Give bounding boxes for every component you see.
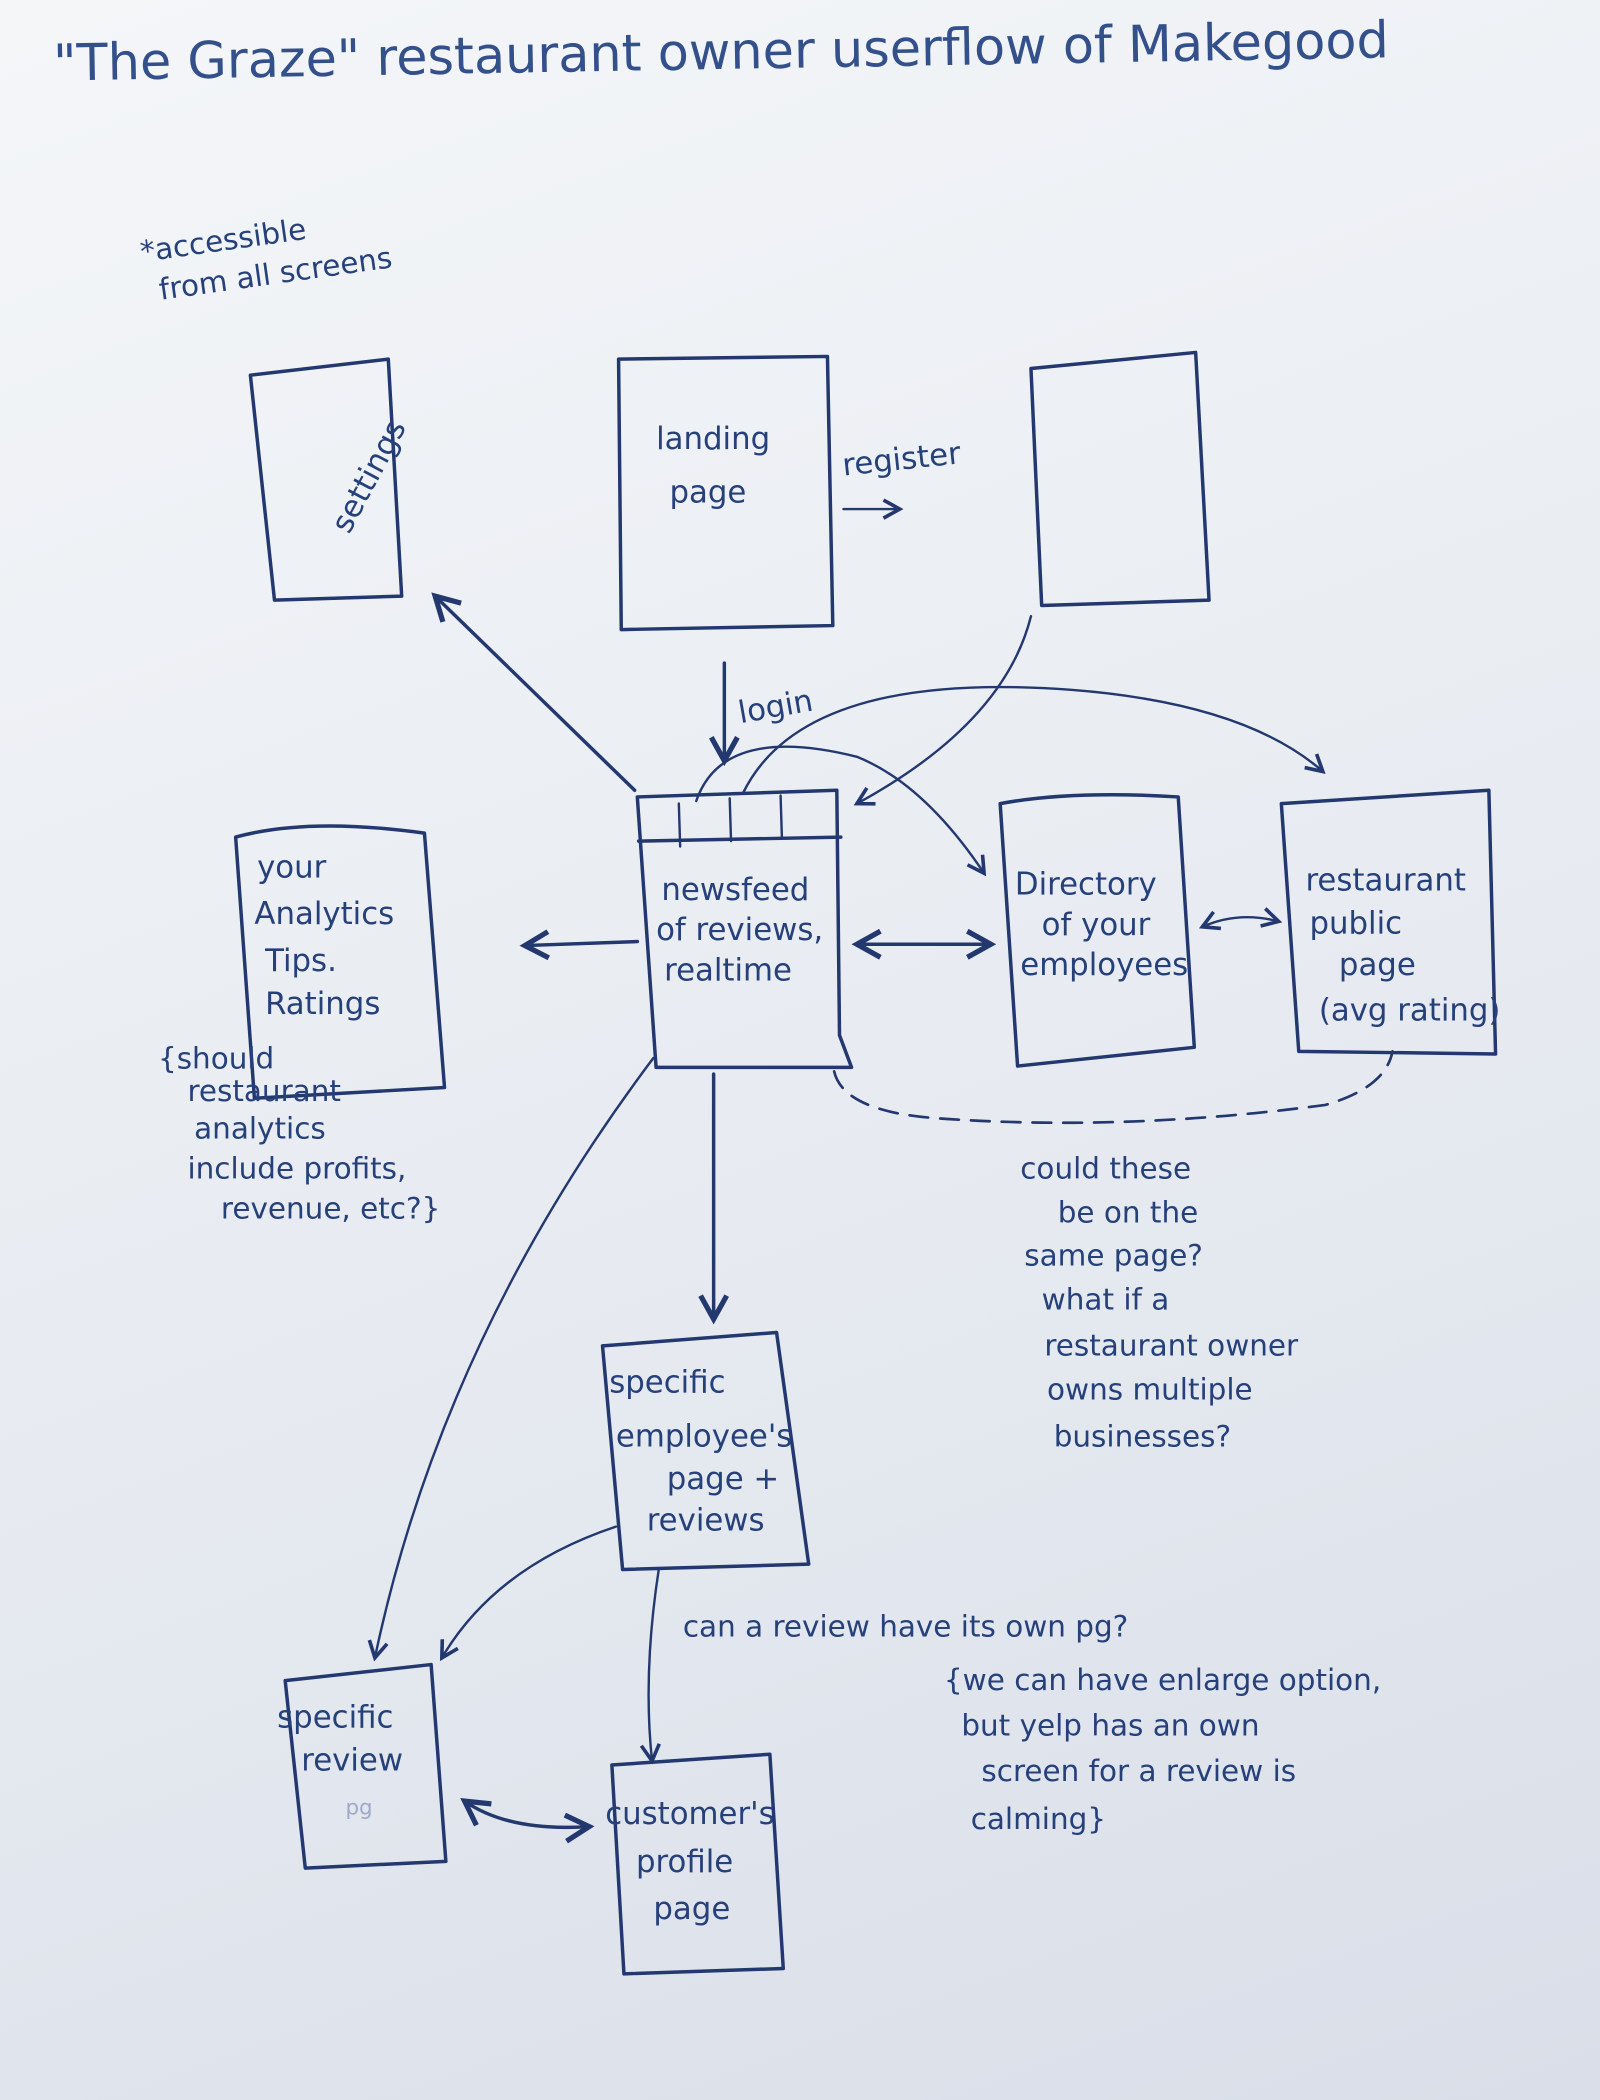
- grouping-dashed-curve: [832, 1050, 1394, 1125]
- note-line: owns multiple: [1047, 1372, 1253, 1406]
- arrow-tab-to-restaurant: [741, 685, 1323, 795]
- employee-page-label: reviews: [647, 1503, 765, 1539]
- diagram-title: "The Graze" restaurant owner userflow of…: [53, 10, 1389, 92]
- analytics-question-note: {should restaurant analytics include pro…: [158, 1042, 440, 1226]
- employee-page-label: specific: [609, 1365, 725, 1401]
- note-line: calming}: [971, 1802, 1106, 1836]
- note-line: analytics: [194, 1111, 326, 1145]
- newsfeed-label: realtime: [664, 952, 792, 988]
- review-label: pg: [345, 1796, 372, 1821]
- employee-page-label: employee's: [616, 1418, 792, 1454]
- restaurant-label: (avg rating): [1319, 993, 1501, 1029]
- flow-arrows: [375, 596, 1323, 1827]
- arrow-newsfeed-to-settings: [435, 596, 637, 792]
- employee-page-label: page +: [667, 1461, 779, 1497]
- review-label: specific: [277, 1699, 393, 1735]
- screen-specific-review: specific review pg: [277, 1662, 448, 1870]
- newsfeed-label: of reviews,: [656, 912, 823, 948]
- note-line: {should: [158, 1042, 274, 1076]
- restaurant-label: public: [1309, 906, 1402, 942]
- screen-analytics: your Analytics Tips. Ratings: [233, 824, 447, 1100]
- screen-newsfeed: newsfeed of reviews, realtime: [635, 788, 854, 1070]
- customer-label: page: [653, 1891, 730, 1927]
- screen-restaurant-public-page: restaurant public page (avg rating): [1279, 788, 1501, 1056]
- note-line: include profits,: [187, 1152, 406, 1186]
- arrow-employee-to-customer: [649, 1568, 659, 1760]
- arrow-newsfeed-to-analytics: [525, 942, 640, 946]
- analytics-label: your: [257, 849, 327, 885]
- note-line: could these: [1020, 1152, 1191, 1186]
- arrow-register-to-newsfeed: [857, 614, 1033, 803]
- arrow-directory-restaurant: [1202, 917, 1278, 927]
- review-answer-note: {we can have enlarge option, but yelp ha…: [944, 1663, 1381, 1836]
- screen-registration: [1029, 350, 1211, 608]
- same-page-note: could these be on the same page? what if…: [1020, 1152, 1299, 1454]
- directory-label: of your: [1042, 907, 1151, 943]
- settings-label: settings: [324, 414, 413, 539]
- note-line: be on the: [1058, 1196, 1199, 1230]
- analytics-label: Analytics: [254, 896, 394, 932]
- arrow-employee-to-review: [442, 1525, 618, 1658]
- note-line: but yelp has an own: [961, 1709, 1259, 1743]
- restaurant-label: page: [1339, 947, 1416, 983]
- screen-specific-employee-page: specific employee's page + reviews: [600, 1330, 811, 1572]
- directory-label: employees: [1020, 947, 1188, 983]
- note-line: restaurant: [187, 1074, 340, 1108]
- note-line: restaurant owner: [1044, 1328, 1299, 1362]
- note-line: screen for a review is: [981, 1754, 1296, 1788]
- screen-landing-page: landing page: [616, 354, 835, 632]
- register-label: register: [841, 435, 963, 483]
- analytics-label: Ratings: [265, 986, 380, 1022]
- screen-customer-profile: customer's profile page: [605, 1752, 786, 1976]
- customer-label: profile: [636, 1844, 733, 1880]
- directory-label: Directory: [1015, 867, 1157, 903]
- landing-label: landing: [656, 421, 770, 457]
- note-line: revenue, etc?}: [221, 1192, 440, 1226]
- note-line: businesses?: [1054, 1419, 1231, 1453]
- screen-employee-directory: Directory of your employees: [998, 792, 1197, 1068]
- analytics-label: Tips.: [264, 943, 337, 979]
- edge-register: register: [841, 435, 963, 509]
- arrow-tab-to-directory: [695, 745, 984, 874]
- review-page-question-note: can a review have its own pg?: [683, 1609, 1128, 1643]
- arrow-review-customer: [465, 1801, 590, 1827]
- login-label: login: [736, 683, 816, 731]
- landing-label: page: [669, 474, 746, 510]
- note-line: same page?: [1024, 1239, 1203, 1273]
- note-line: what if a: [1042, 1283, 1170, 1317]
- customer-label: customer's: [605, 1796, 774, 1832]
- restaurant-label: restaurant: [1305, 863, 1466, 899]
- accessible-note: *accessible from all screens: [138, 212, 394, 307]
- arrow-newsfeed-to-review: [375, 1056, 655, 1658]
- note-line: {we can have enlarge option,: [944, 1663, 1381, 1697]
- newsfeed-label: newsfeed: [661, 872, 809, 908]
- screen-settings: settings: [248, 357, 414, 602]
- review-label: review: [301, 1742, 403, 1778]
